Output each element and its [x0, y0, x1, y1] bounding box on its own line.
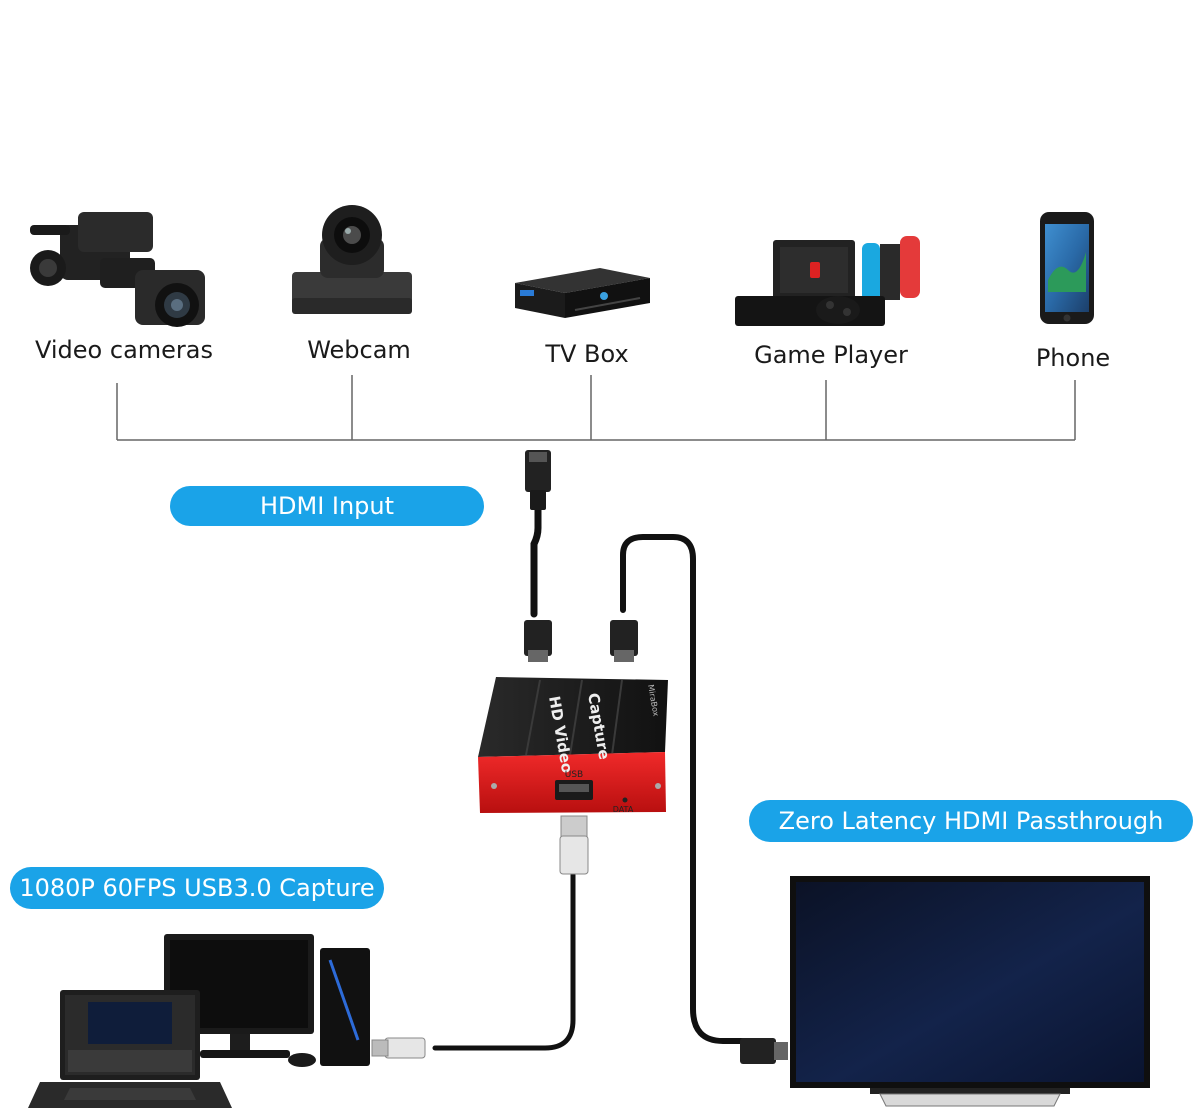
source-bracket	[116, 375, 1076, 441]
video-camera-icon	[30, 212, 205, 327]
usb-capture-cable	[371, 815, 589, 1059]
laptop-obs-icon	[28, 990, 232, 1108]
hdmi-input-callout: HDMI Input	[170, 486, 484, 526]
label-game-player: Game Player	[754, 341, 908, 369]
data-led-label: DATA	[613, 805, 634, 814]
hdmi-input-cable	[524, 450, 552, 662]
label-phone: Phone	[1036, 344, 1110, 372]
tv-monitor-icon	[790, 876, 1150, 1107]
hd-video-capture-device: HD Video Capture MiraBox USB DATA	[478, 677, 668, 814]
label-tv-box: TV Box	[544, 340, 628, 368]
tv-box-icon	[515, 268, 650, 318]
usb-port-label: USB	[565, 770, 583, 780]
usb-capture-callout: 1080P 60FPS USB3.0 Capture	[10, 867, 384, 909]
game-console-icon	[735, 236, 920, 326]
label-webcam: Webcam	[307, 336, 411, 364]
passthrough-callout: Zero Latency HDMI Passthrough	[749, 800, 1193, 842]
ptz-webcam-icon	[292, 205, 412, 314]
smartphone-icon	[1040, 212, 1094, 324]
hdmi-passthrough-cable	[610, 534, 788, 1064]
label-video-cameras: Video cameras	[35, 336, 213, 364]
